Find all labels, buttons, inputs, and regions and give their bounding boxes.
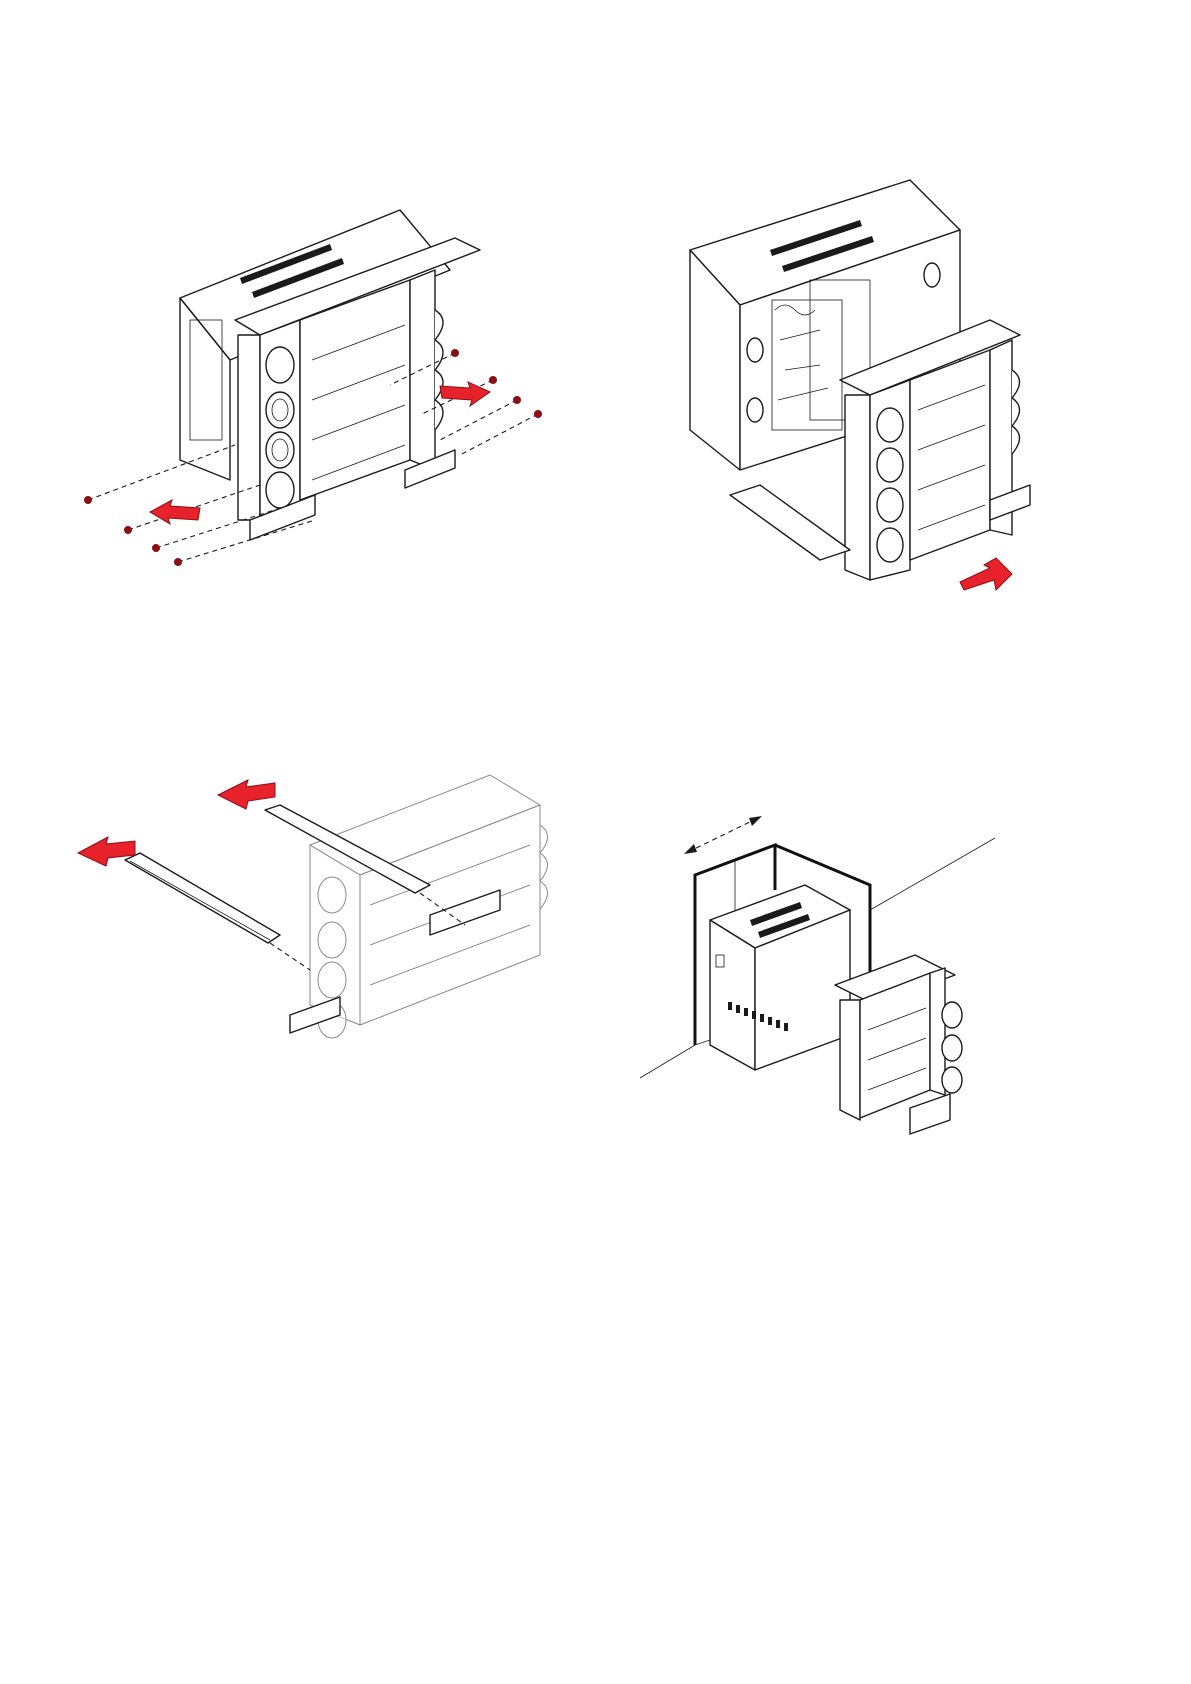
step-3-drawing [70, 765, 580, 1135]
screw [534, 410, 542, 418]
lower-rail [125, 853, 280, 943]
module-ghost [310, 775, 548, 1038]
step-1-drawing [60, 170, 580, 630]
step-2-drawing [660, 170, 1080, 630]
step-2-illustration [660, 170, 1080, 630]
clearance-arrow [684, 816, 762, 854]
step-4-illustration [640, 790, 1090, 1230]
screw [451, 349, 459, 357]
pipe-ports [942, 1002, 962, 1093]
front-module-left-post [845, 395, 870, 580]
screw [124, 526, 132, 534]
screw [513, 396, 521, 404]
red-arrow-out [960, 558, 1012, 590]
front-module-left-post [238, 335, 260, 520]
red-arrow-upper [218, 780, 275, 809]
screw [84, 496, 92, 504]
screw [489, 376, 497, 384]
screw [174, 558, 182, 566]
slide-rail [730, 485, 850, 560]
screw [152, 544, 160, 552]
front-module-right-post [410, 270, 435, 470]
step-3-illustration [70, 765, 580, 1135]
step-1-illustration [60, 170, 580, 630]
step-4-drawing [640, 790, 1090, 1230]
